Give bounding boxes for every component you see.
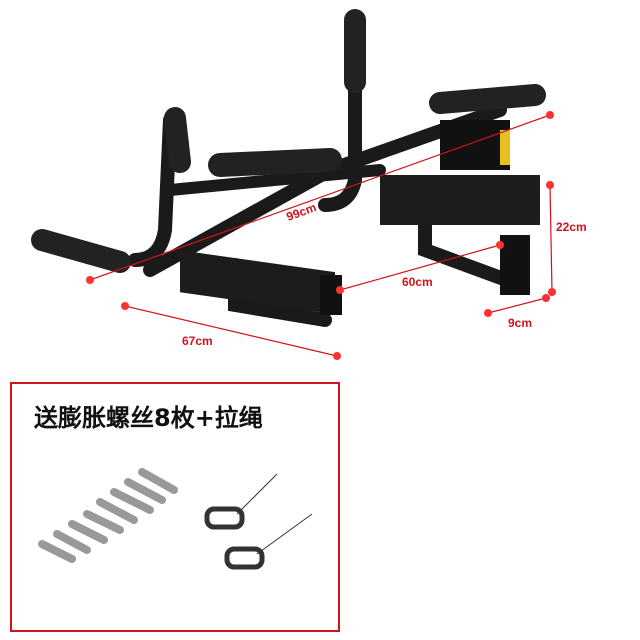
height-label: 22cm [556, 220, 587, 234]
accessories-title: 送膨胀螺丝8枚+拉绳 [34, 404, 263, 432]
depth-label: 60cm [402, 275, 433, 289]
width-label: 9cm [508, 316, 533, 330]
resistance-rope-icon [204, 473, 313, 570]
accessories-box: 送膨胀螺丝8枚+拉绳 [10, 382, 340, 632]
accessories-illustration [38, 468, 313, 570]
expansion-screws-icon [38, 468, 178, 563]
front-length-label: 67cm [182, 334, 213, 348]
